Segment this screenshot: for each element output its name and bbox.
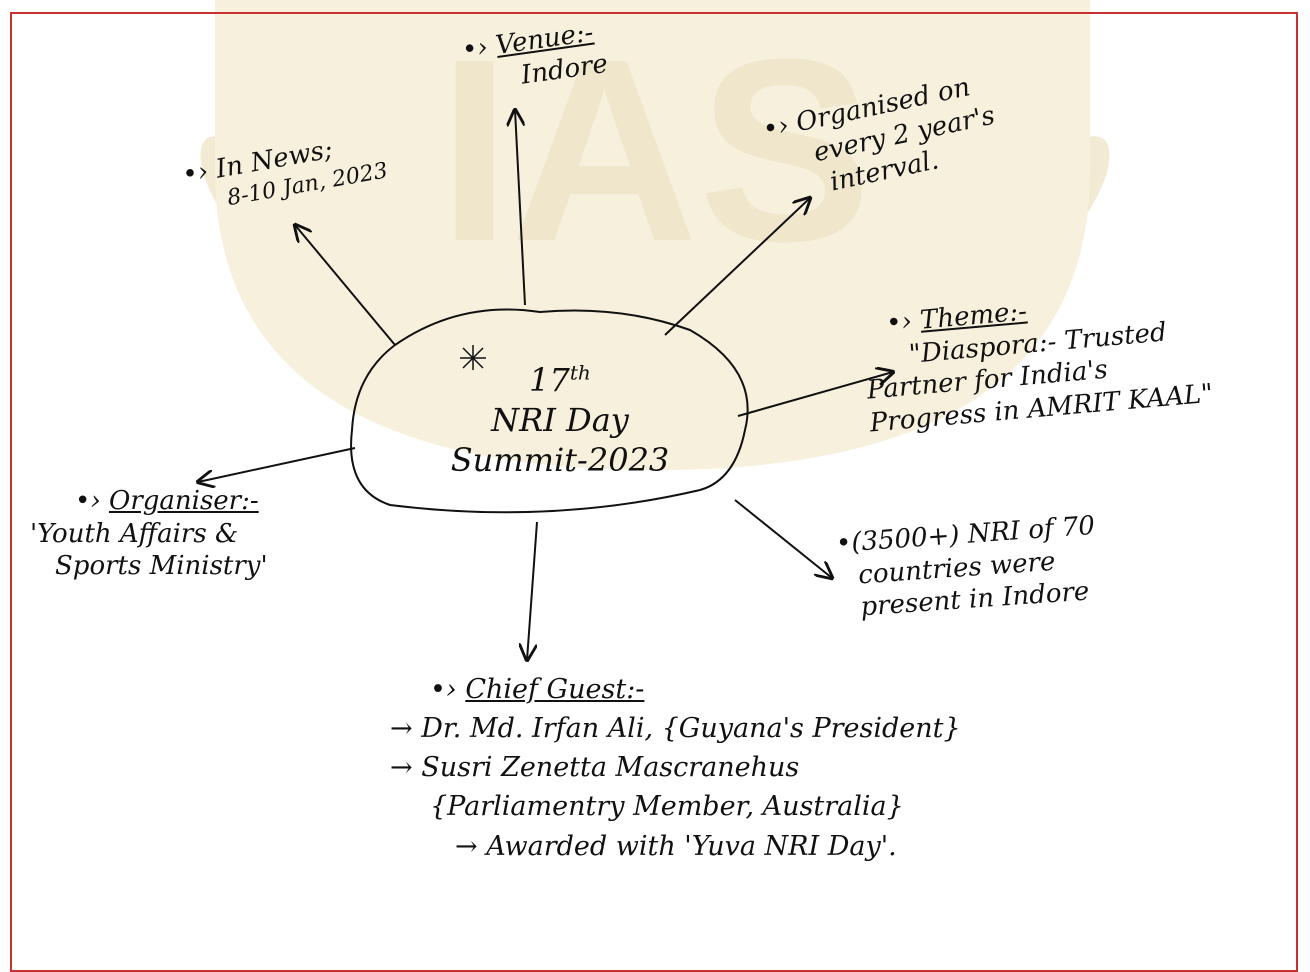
watermark-text: IAS [438, 6, 871, 296]
chief-guest-note: •› Chief Guest:- → Dr. Md. Irfan Ali, {G… [390, 670, 961, 866]
center-ordinal: 17th [529, 360, 591, 399]
chief-guest-1: → Dr. Md. Irfan Ali, {Guyana's President… [390, 713, 961, 745]
chief-guest-2: → Susri Zenetta Mascranehus [390, 752, 800, 784]
organiser-label: Organiser:- [109, 486, 259, 516]
arrow-organised [664, 198, 810, 336]
center-blob [350, 308, 749, 514]
organiser-line-1: 'Youth Affairs & [30, 518, 239, 549]
arrow-nri-count [734, 499, 832, 578]
chief-guest-2-role: {Parliamentry Member, Australia} [430, 791, 904, 823]
arrow-theme [737, 372, 893, 417]
nri-count-note: •(3500+) NRI of 70 countries were presen… [835, 510, 1101, 625]
arrow-organiser [198, 447, 356, 482]
center-node: 17th NRI Day Summit-2023 [405, 360, 715, 480]
center-line-2: Summit-2023 [450, 441, 670, 479]
arrow-venue [515, 110, 526, 306]
spark-icon [460, 345, 486, 370]
arrow-chief-guest [527, 521, 538, 660]
center-line-1: NRI Day [491, 401, 629, 439]
organiser-note: •› Organiser:- 'Youth Affairs & Sports M… [30, 486, 268, 581]
chief-guest-label: Chief Guest:- [465, 674, 645, 705]
arrow-in-news [295, 225, 396, 346]
chief-guest-2-award: → Awarded with 'Yuva NRI Day'. [455, 830, 897, 862]
organiser-line-2: Sports Ministry' [55, 551, 268, 581]
